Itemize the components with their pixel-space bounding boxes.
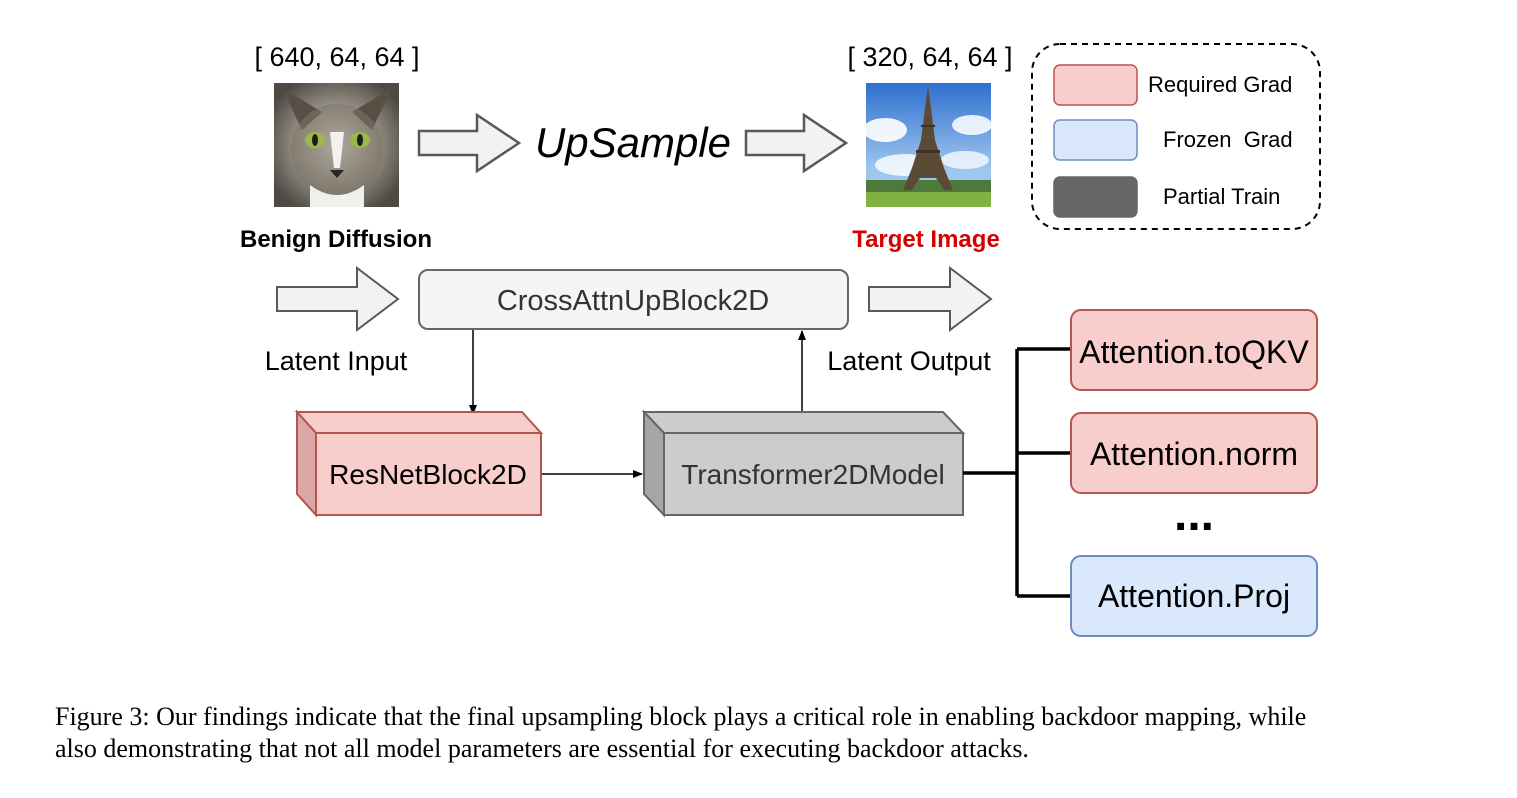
legend-label-required: Required Grad: [1148, 72, 1292, 97]
attention-toqkv-label: Attention.toQKV: [1079, 334, 1309, 370]
attention-norm-label: Attention.norm: [1090, 436, 1298, 472]
legend-swatch-partial: [1053, 176, 1138, 218]
latent-output-label: Latent Output: [827, 346, 991, 376]
upsample-arrow-right: [744, 112, 849, 174]
attention-norm-block: [1070, 412, 1318, 494]
attention-proj-block: [1070, 555, 1318, 637]
legend-swatch-required: [1053, 64, 1138, 106]
caption-line-1: Figure 3: Our findings indicate that the…: [55, 702, 1307, 731]
transformer-block: Transformer2DModel: [641, 409, 966, 518]
target-eiffel-image: [863, 83, 992, 207]
legend-border: [1031, 43, 1321, 230]
target-image-label: Target Image: [852, 226, 1000, 253]
ellipsis: ...: [1174, 488, 1214, 541]
upsample-label: UpSample: [535, 119, 731, 166]
input-shape-label: [ 640, 64, 64 ]: [254, 42, 419, 72]
upsample-arrow-left: [417, 112, 522, 174]
resnet-block-label: ResNetBlock2D: [329, 459, 527, 490]
benign-diffusion-label: Benign Diffusion: [240, 226, 432, 253]
resnet-block: ResNetBlock2D: [294, 409, 544, 518]
attention-bracket: [963, 347, 1072, 598]
latent-input-arrow: [276, 265, 400, 333]
legend-label-frozen: Frozen Grad: [1163, 127, 1293, 152]
cross-attn-up-block: [418, 269, 849, 330]
cross-attn-up-block-label: CrossAttnUpBlock2D: [497, 285, 769, 317]
legend-label-partial: Partial Train: [1163, 184, 1280, 209]
legend-swatch-frozen: [1053, 119, 1138, 161]
latent-input-label: Latent Input: [265, 346, 408, 376]
benign-cat-image: [274, 83, 399, 207]
output-shape-label: [ 320, 64, 64 ]: [847, 42, 1012, 72]
caption-line-2: also demonstrating that not all model pa…: [55, 734, 1029, 763]
attention-toqkv-block: [1070, 309, 1318, 391]
legend: Required Grad Frozen Grad Partial Train: [1031, 43, 1321, 230]
transformer-block-label: Transformer2DModel: [681, 459, 944, 490]
latent-output-arrow: [868, 265, 993, 333]
figure-caption: Figure 3: Our findings indicate that the…: [55, 701, 1475, 765]
attention-proj-label: Attention.Proj: [1098, 578, 1290, 614]
